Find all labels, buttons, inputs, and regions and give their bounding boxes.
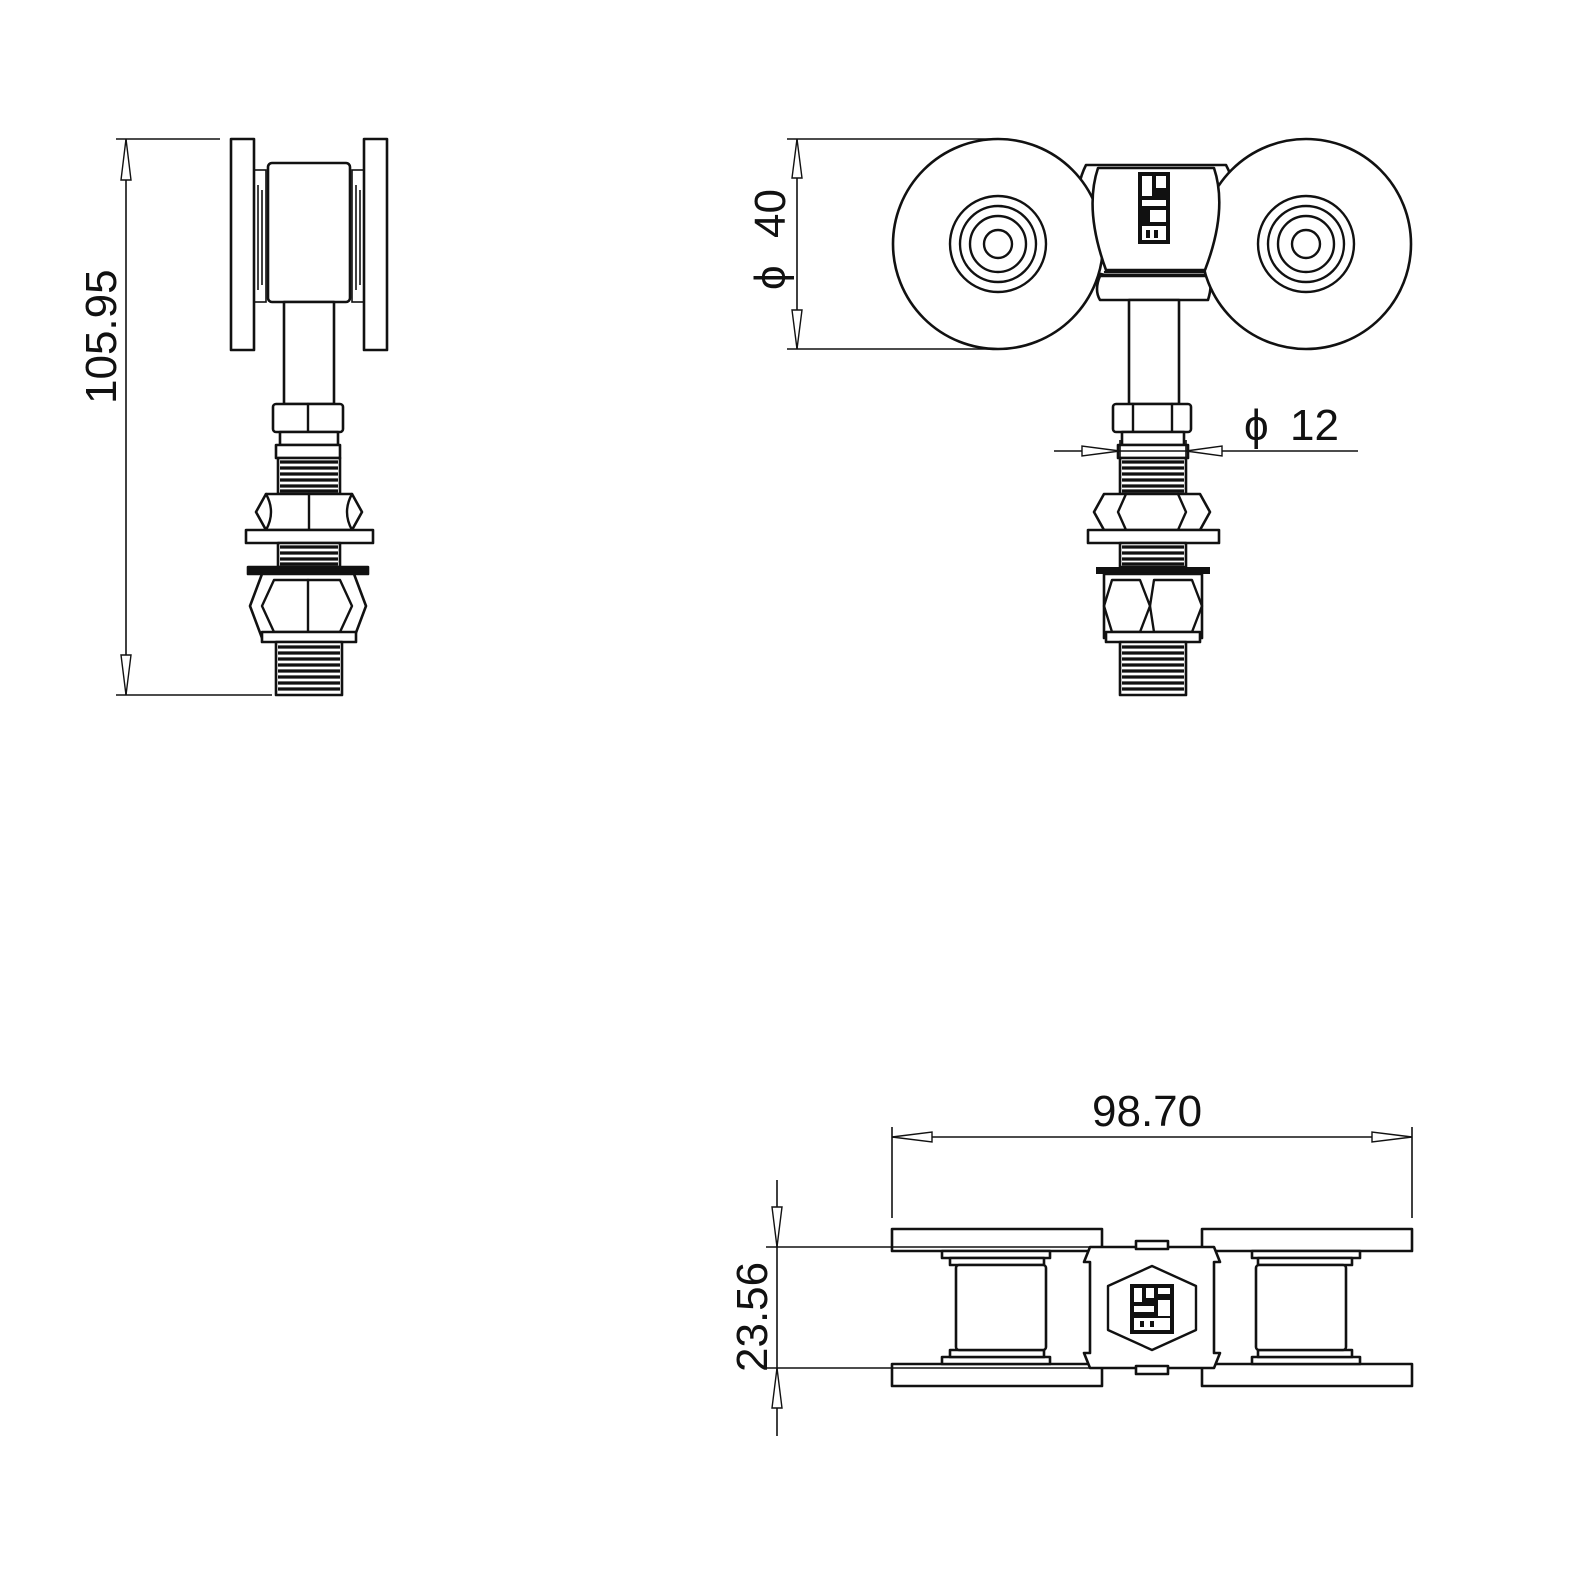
dimension-wheel-diameter: ϕ 40 [746,138,998,350]
front-view [891,137,1413,697]
wheel-left [891,137,1105,351]
wheel-right [1254,1263,1348,1352]
diameter-symbol: ϕ [1244,401,1269,450]
top-view [890,1227,1414,1388]
brand-logo-icon [1138,172,1170,244]
dimension-overall-length: 98.70 [891,1087,1413,1218]
hex-nut-upper [254,492,364,532]
dimension-label-wheel-diameter: 40 [746,189,795,238]
plate-top-right [1200,1227,1414,1253]
hex-brand-logo-icon [1106,1264,1198,1352]
plate-bottom-right [1200,1362,1414,1388]
wheel-left [954,1263,1048,1352]
stem [1127,298,1181,406]
thread-upper [276,456,342,496]
dimension-stem-diameter: ϕ 12 [1054,401,1358,458]
stem [282,300,336,406]
dimension-label-width: 23.56 [728,1262,777,1372]
dimension-overall-height: 105.95 [77,138,272,696]
side-plate-left [229,137,256,352]
dimension-plate-width: 23.56 [728,1180,1090,1436]
side-plate-right [362,137,389,352]
dimension-label-length: 98.70 [1092,1087,1202,1136]
diameter-symbol: ϕ [746,265,795,290]
washer [244,528,375,545]
wheel-right [1199,137,1413,351]
dimension-label-stem-diameter: 12 [1290,401,1339,450]
thread-bottom [274,640,344,697]
side-view [229,137,389,697]
hex-nut-lower [248,572,368,644]
wheel-body [266,161,352,304]
dimension-label-height: 105.95 [77,269,126,404]
